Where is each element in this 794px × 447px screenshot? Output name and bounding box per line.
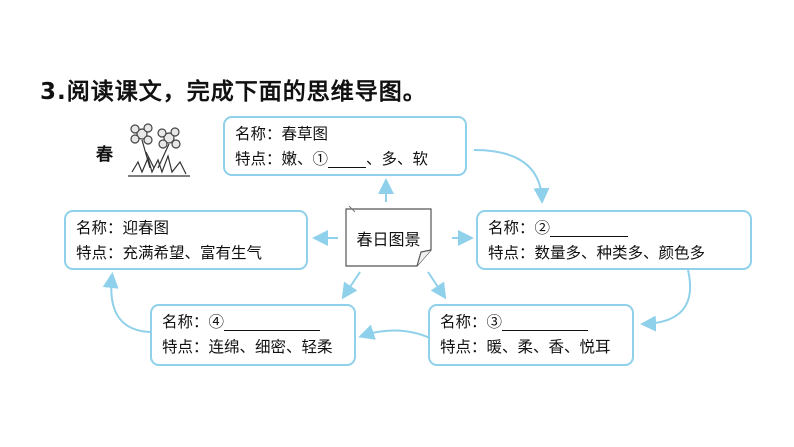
node-bottom-left-name-row: 名称：④	[162, 310, 344, 335]
name-value: 春草图	[281, 125, 329, 143]
name-label: 名称：	[162, 313, 209, 331]
trait-value: 连绵、细密、轻柔	[208, 338, 333, 356]
trait-after: 、多、软	[366, 150, 429, 168]
flower-illustration-icon	[128, 123, 190, 177]
answer-blank-2[interactable]	[550, 218, 629, 237]
season-label: 春	[96, 145, 113, 165]
trait-value: 暖、柔、香、悦耳	[486, 338, 611, 356]
question-number: 3	[40, 79, 58, 105]
trait-before: 嫩、①	[281, 150, 329, 168]
center-node: 春日图景	[343, 206, 434, 267]
arrow-bottomright-bottomleft	[358, 324, 431, 340]
node-top: 名称：春草图 特点：嫩、① 、多、软	[223, 116, 467, 176]
name-label: 名称：	[440, 313, 487, 331]
name-label: 名称：	[76, 219, 123, 237]
arrow-top-right	[473, 149, 550, 204]
name-value: ④	[208, 313, 225, 331]
name-value: 迎春图	[122, 219, 170, 237]
arrow-center-bottom-right	[427, 271, 447, 300]
node-right: 名称：② 特点：数量多、种类多、颜色多	[476, 210, 752, 270]
arrow-right-bottomright	[640, 269, 692, 332]
question-heading: 3.阅读课文，完成下面的思维导图。	[40, 72, 427, 106]
trait-label: 特点：	[76, 244, 123, 262]
name-label: 名称：	[235, 125, 282, 143]
node-bottom-right: 名称：③ 特点：暖、柔、香、悦耳	[428, 304, 634, 366]
node-bottom-left-trait-row: 特点：连绵、细密、轻柔	[162, 335, 344, 360]
node-bottom-left: 名称：④ 特点：连绵、细密、轻柔	[150, 304, 356, 366]
node-top-trait-row: 特点：嫩、① 、多、软	[235, 147, 455, 172]
node-top-name-row: 名称：春草图	[235, 122, 455, 147]
center-label: 春日图景	[356, 230, 421, 249]
node-left-name-row: 名称：迎春图	[76, 216, 296, 241]
trait-label: 特点：	[488, 244, 535, 262]
trait-label: 特点：	[162, 338, 209, 356]
trait-value: 数量多、种类多、颜色多	[534, 244, 706, 262]
trait-label: 特点：	[440, 338, 487, 356]
answer-blank-1[interactable]	[328, 149, 367, 168]
node-bottom-right-trait-row: 特点：暖、柔、香、悦耳	[440, 335, 622, 360]
question-text: .阅读课文，完成下面的思维导图。	[57, 79, 427, 105]
sticky-note-icon	[345, 206, 432, 267]
node-left: 名称：迎春图 特点：充满希望、富有生气	[64, 210, 308, 270]
trait-value: 充满希望、富有生气	[122, 244, 263, 262]
name-label: 名称：	[488, 219, 535, 237]
arrow-bottomleft-left	[102, 272, 151, 333]
node-right-name-row: 名称：②	[488, 216, 740, 241]
arrow-center-bottom-left	[341, 271, 361, 300]
node-bottom-right-name-row: 名称：③	[440, 310, 622, 335]
name-value: ③	[486, 313, 503, 331]
name-value: ②	[534, 219, 551, 237]
answer-blank-4[interactable]	[224, 312, 321, 331]
node-left-trait-row: 特点：充满希望、富有生气	[76, 241, 296, 266]
answer-blank-3[interactable]	[502, 312, 589, 331]
trait-label: 特点：	[235, 150, 282, 168]
node-right-trait-row: 特点：数量多、种类多、颜色多	[488, 241, 740, 266]
